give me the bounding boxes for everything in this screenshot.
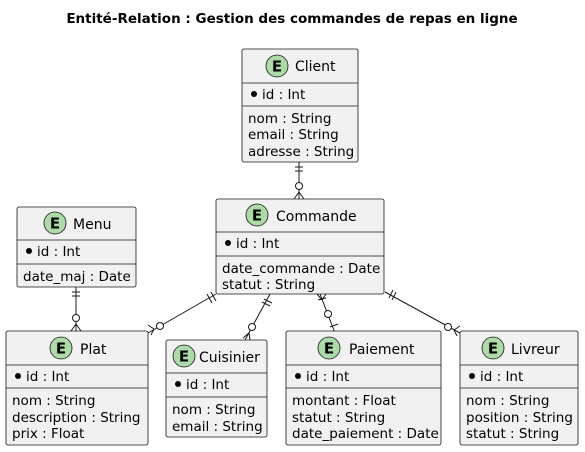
attribute: montant : Float	[292, 393, 396, 409]
key-attribute: id : Int	[306, 369, 349, 385]
attribute: nom : String	[172, 402, 255, 418]
entity-icon: E	[252, 207, 262, 225]
entity-name: Menu	[73, 217, 111, 233]
attribute: nom : String	[248, 111, 331, 127]
entity-icon: E	[179, 348, 189, 366]
attribute: nom : String	[12, 393, 95, 409]
attribute: date_maj : Date	[23, 269, 131, 285]
diagram-title: Entité-Relation : Gestion des commandes …	[66, 11, 517, 27]
attribute: description : String	[12, 410, 140, 426]
key-attribute: id : Int	[37, 244, 80, 260]
entity-cuisinier: E Cuisinier id : Int nom : String email …	[165, 339, 268, 438]
relationship-commande-cuisinier	[242, 293, 273, 341]
key-attribute: id : Int	[262, 87, 305, 103]
attribute: date_paiement : Date	[292, 426, 439, 442]
key-attribute: id : Int	[186, 377, 229, 393]
entity-name: Paiement	[349, 342, 415, 358]
relationship-commande-paiement	[316, 293, 339, 334]
entity-client: E Client id : Int nom : String email : S…	[241, 48, 359, 163]
relationship-commande-plat	[147, 291, 217, 336]
relationship-client-commande	[293, 162, 305, 200]
entity-name: Livreur	[511, 342, 560, 358]
entity-icon: E	[56, 340, 66, 358]
entity-menu: E Menu id : Int date_maj : Date	[16, 206, 137, 288]
attribute: prix : Float	[12, 426, 84, 442]
entity-icon: E	[324, 340, 334, 358]
relationship-commande-livreur	[384, 289, 461, 337]
entity-name: Client	[295, 59, 336, 75]
attribute: statut : String	[292, 410, 385, 426]
relationship-menu-plat	[70, 287, 82, 332]
attribute: email : String	[172, 419, 263, 435]
attribute: date_commande : Date	[222, 261, 380, 277]
entity-name: Commande	[276, 209, 357, 225]
key-attribute: id : Int	[480, 369, 523, 385]
entity-name: Cuisinier	[199, 350, 260, 366]
entity-commande: E Commande id : Int date_commande : Date…	[215, 198, 385, 295]
attribute: statut : String	[222, 277, 315, 293]
entity-livreur: E Livreur id : Int nom : String position…	[459, 330, 579, 446]
attribute: position : String	[466, 410, 573, 426]
entity-icon: E	[488, 340, 498, 358]
attribute: statut : String	[466, 426, 559, 442]
entity-paiement: E Paiement id : Int montant : Float stat…	[285, 330, 442, 446]
entity-plat: E Plat id : Int nom : String description…	[5, 330, 149, 446]
entity-icon: E	[50, 215, 60, 233]
entity-name: Plat	[80, 342, 107, 358]
key-attribute: id : Int	[236, 236, 279, 252]
attribute: email : String	[248, 127, 339, 143]
entity-icon: E	[272, 58, 282, 76]
attribute: nom : String	[466, 393, 549, 409]
key-attribute: id : Int	[26, 369, 69, 385]
attribute: adresse : String	[248, 144, 354, 160]
